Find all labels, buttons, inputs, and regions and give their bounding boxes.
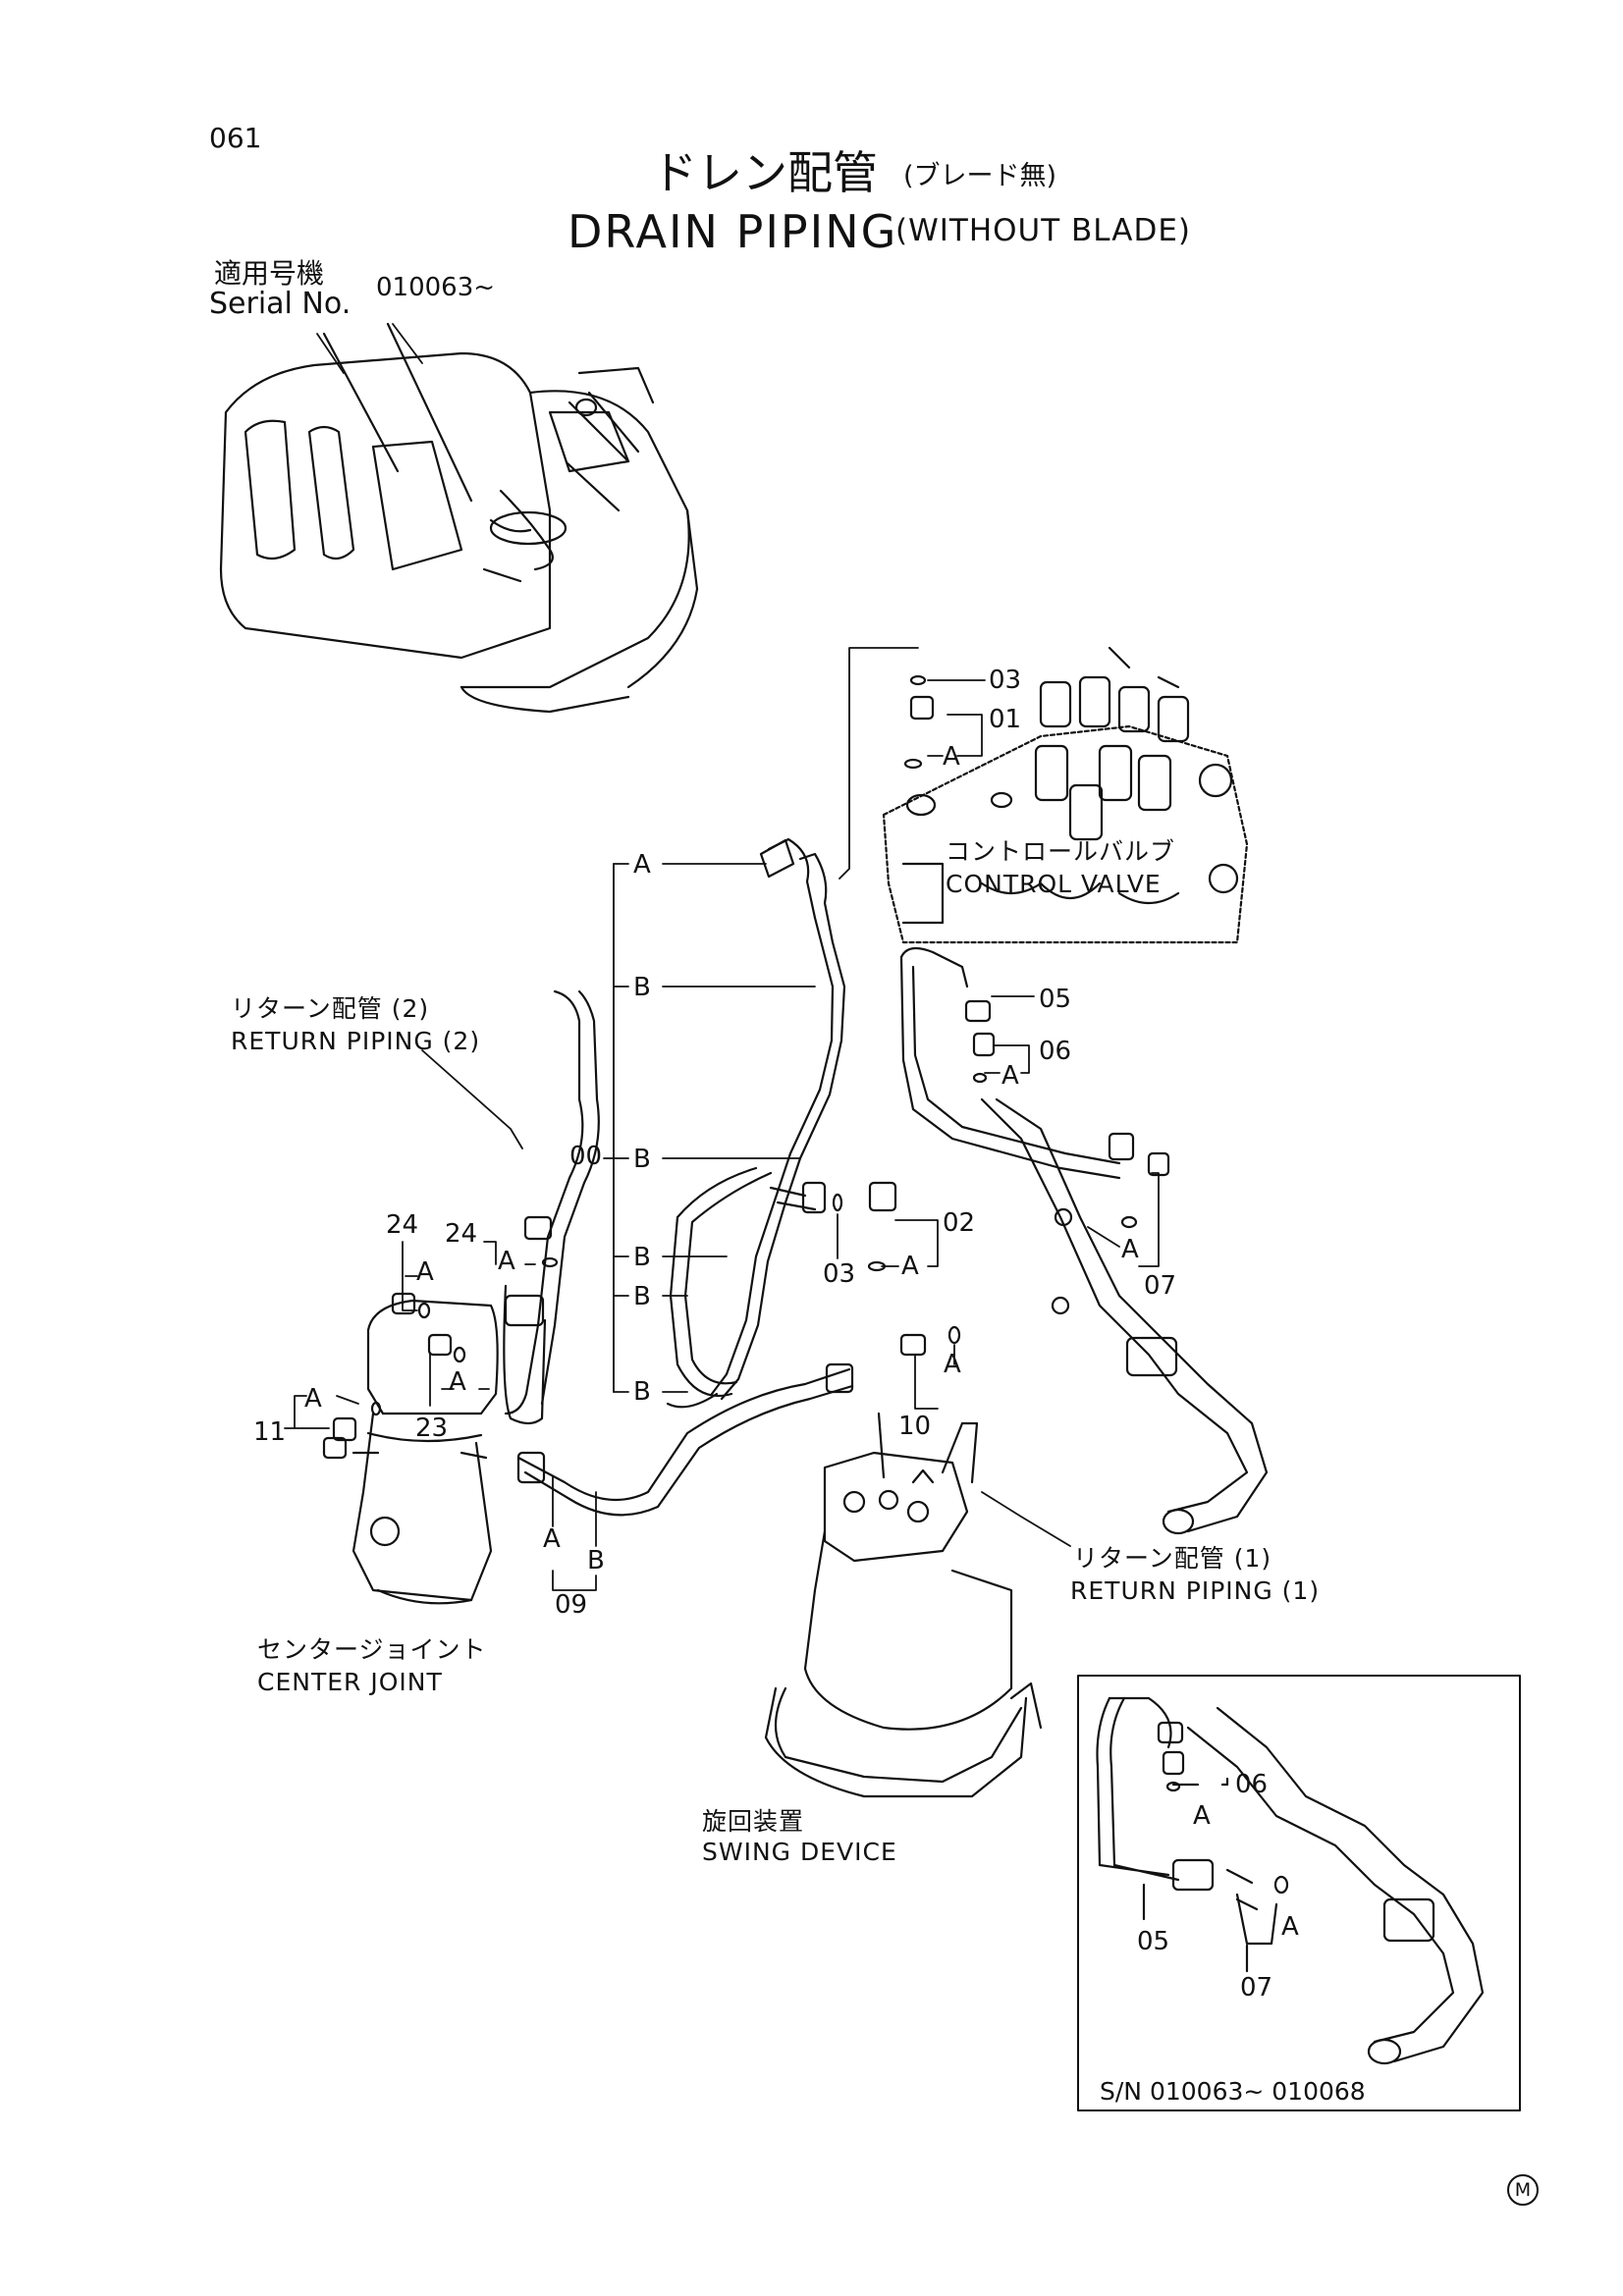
callout-23: 23 (415, 1414, 449, 1443)
leader-lines (284, 323, 1160, 1591)
inset-callout-07: 07 (1240, 1973, 1273, 2002)
control-valve (882, 646, 1249, 944)
tag-A-24a: A (416, 1257, 434, 1287)
inset-tag-A-07: A (1281, 1912, 1299, 1942)
return-piping-2 (504, 989, 600, 1415)
title-jp: ドレン配管 (652, 146, 878, 199)
tag-A-01: A (943, 742, 960, 772)
swing-device-label-en: SWING DEVICE (702, 1838, 897, 1866)
hose-09 (516, 1362, 854, 1517)
page-number: 061 (209, 122, 262, 154)
title-en: DRAIN PIPING (568, 205, 898, 258)
tag-B-00a: B (633, 973, 651, 1002)
tag-A-11: A (304, 1384, 322, 1414)
tag-B-00e: B (633, 1377, 651, 1407)
callout-09: 09 (555, 1590, 588, 1620)
serial-label-en: Serial No. (209, 287, 352, 321)
excavator-overview (219, 322, 699, 714)
inset-serial-range: S/N 010063~ 010068 (1100, 2077, 1366, 2106)
tag-B-00b: B (633, 1145, 651, 1174)
callout-07: 07 (1144, 1271, 1177, 1301)
control-valve-label-jp: コントロールバルブ (946, 837, 1176, 866)
title-jp-sub: (ブレード無) (903, 161, 1057, 191)
tag-A-06: A (1001, 1061, 1019, 1091)
callout-11: 11 (253, 1417, 287, 1447)
tag-B-09: B (587, 1546, 605, 1575)
inset-box (1077, 1675, 1521, 2111)
serial-label-jp: 適用号機 (214, 257, 325, 290)
tag-B-00d: B (633, 1282, 651, 1311)
tag-A-09: A (543, 1524, 561, 1554)
return-piping-1-label-en: RETURN PIPING (1) (1070, 1576, 1321, 1605)
callout-03: 03 (989, 666, 1022, 695)
inset-callout-05: 05 (1137, 1927, 1170, 1956)
return-piping-2-label-jp: リターン配管 (2) (231, 994, 430, 1023)
center-joint-label-jp: センタージョイント (257, 1635, 487, 1664)
tag-B-00c: B (633, 1243, 651, 1272)
callout-01: 01 (989, 705, 1022, 734)
swing-device (764, 1412, 1043, 1798)
callout-06: 06 (1039, 1037, 1072, 1066)
manufacturer-mark-icon: M (1507, 2174, 1539, 2206)
inset-tag-A-06: A (1193, 1801, 1211, 1831)
center-joint (352, 1284, 547, 1605)
tag-A-07: A (1121, 1235, 1139, 1264)
tag-A-24b: A (498, 1247, 515, 1276)
callout-24a: 24 (386, 1210, 419, 1240)
title-en-sub: (WITHOUT BLADE) (895, 213, 1192, 248)
callout-03b: 03 (823, 1259, 856, 1289)
swing-device-label-jp: 旋回装置 (702, 1807, 805, 1836)
center-joint-label-en: CENTER JOINT (257, 1668, 443, 1696)
callout-10: 10 (898, 1412, 932, 1441)
return-piping-1 (899, 946, 1269, 1535)
tag-A-10: A (944, 1350, 961, 1379)
callout-05: 05 (1039, 985, 1072, 1014)
serial-value: 010063~ (376, 273, 496, 302)
drain-hose-00 (666, 837, 846, 1409)
fittings (322, 674, 1170, 1460)
return-piping-1-label-jp: リターン配管 (1) (1073, 1544, 1272, 1573)
tag-A-02: A (901, 1252, 919, 1281)
callout-24b: 24 (445, 1219, 478, 1249)
callout-02: 02 (943, 1208, 976, 1238)
return-piping-2-label-en: RETURN PIPING (2) (231, 1027, 481, 1055)
tag-A-00: A (633, 850, 651, 880)
